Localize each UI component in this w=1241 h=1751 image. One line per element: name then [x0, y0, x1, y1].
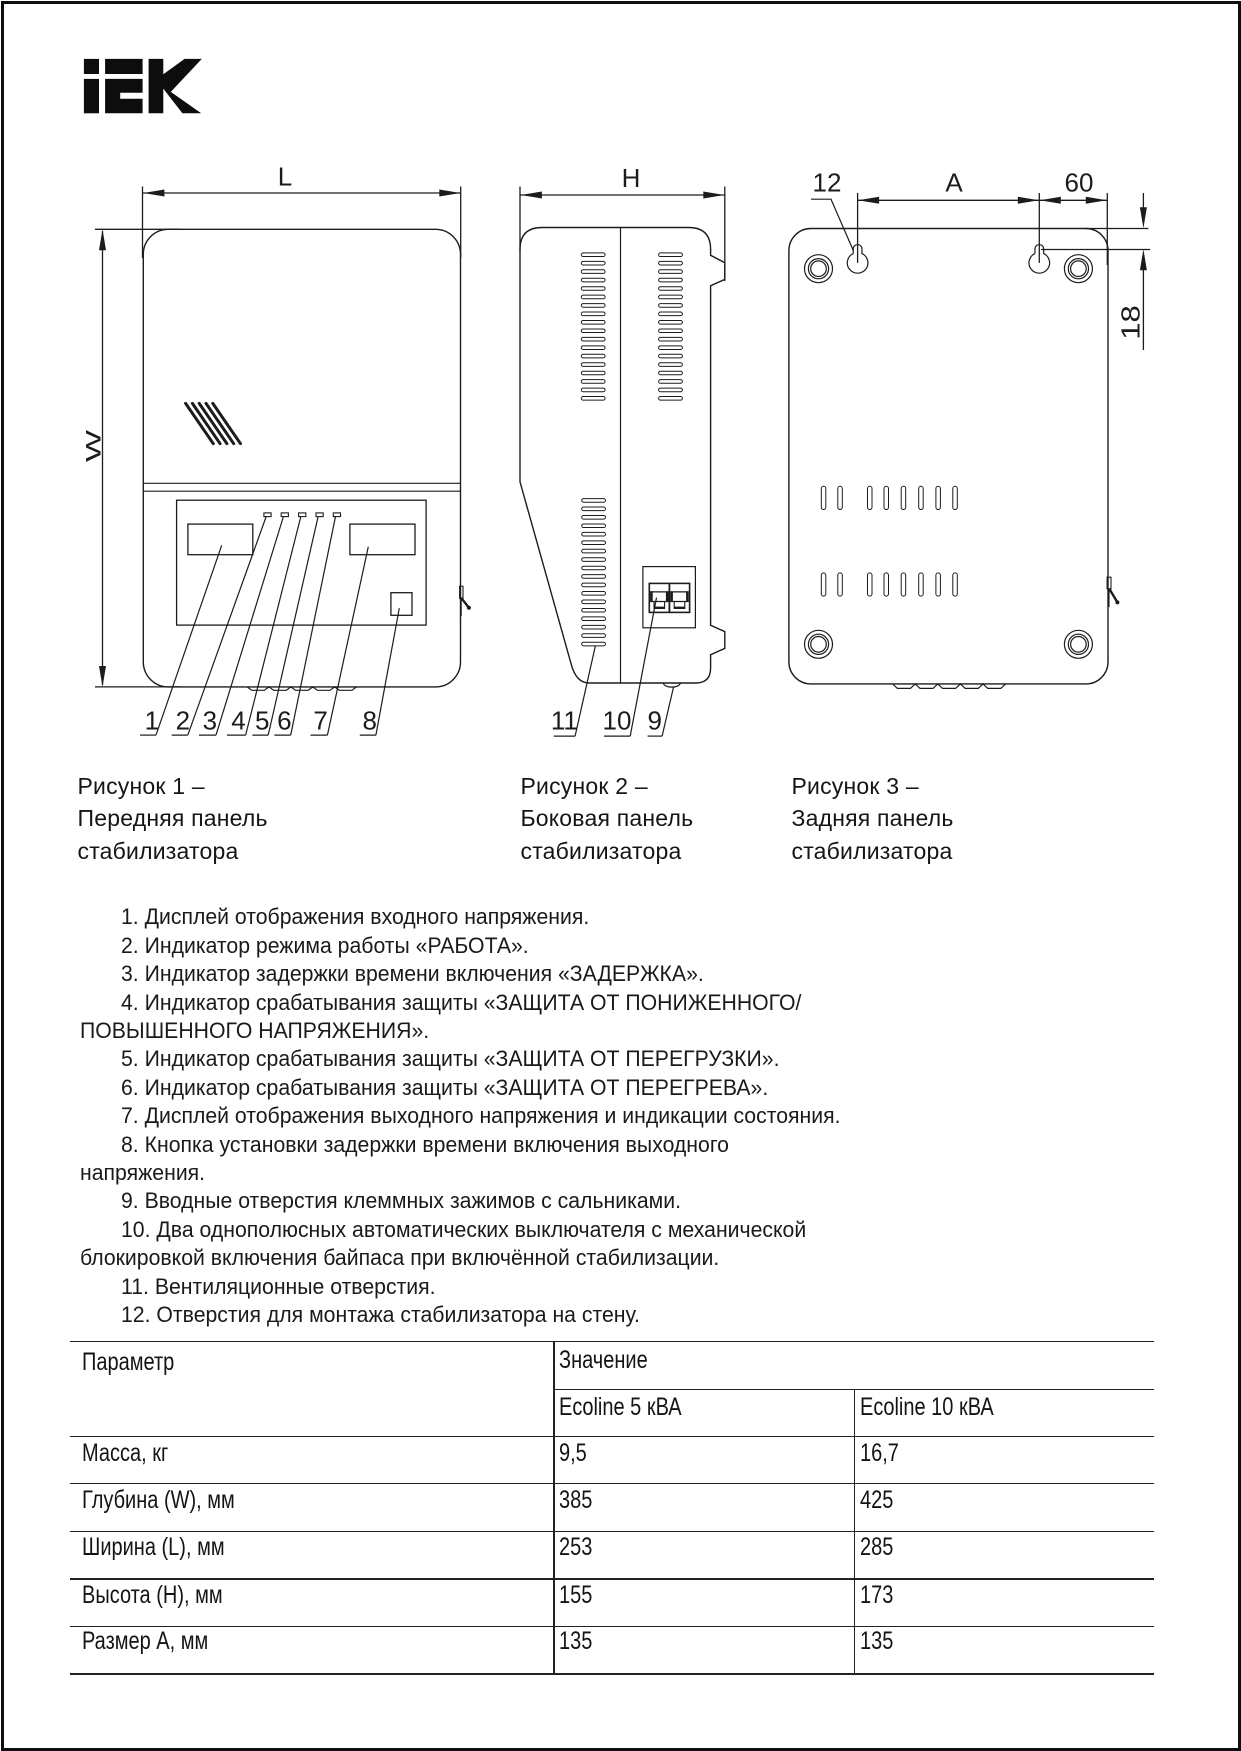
svg-text:A: A	[945, 168, 963, 198]
svg-text:L: L	[278, 162, 292, 192]
svg-text:10: 10	[603, 706, 632, 736]
svg-text:3: 3	[203, 706, 217, 736]
svg-text:6: 6	[277, 706, 291, 736]
svg-text:9: 9	[647, 706, 661, 736]
svg-text:1: 1	[145, 706, 159, 736]
svg-text:5: 5	[255, 706, 269, 736]
svg-text:W: W	[83, 430, 106, 462]
svg-text:60: 60	[1065, 168, 1094, 198]
svg-text:4: 4	[231, 706, 245, 736]
svg-text:18: 18	[1116, 305, 1146, 340]
svg-text:H: H	[622, 163, 641, 193]
svg-text:12: 12	[813, 168, 842, 198]
svg-text:8: 8	[362, 706, 376, 736]
svg-text:7: 7	[313, 706, 327, 736]
svg-text:11: 11	[551, 706, 578, 736]
svg-text:2: 2	[176, 706, 190, 736]
